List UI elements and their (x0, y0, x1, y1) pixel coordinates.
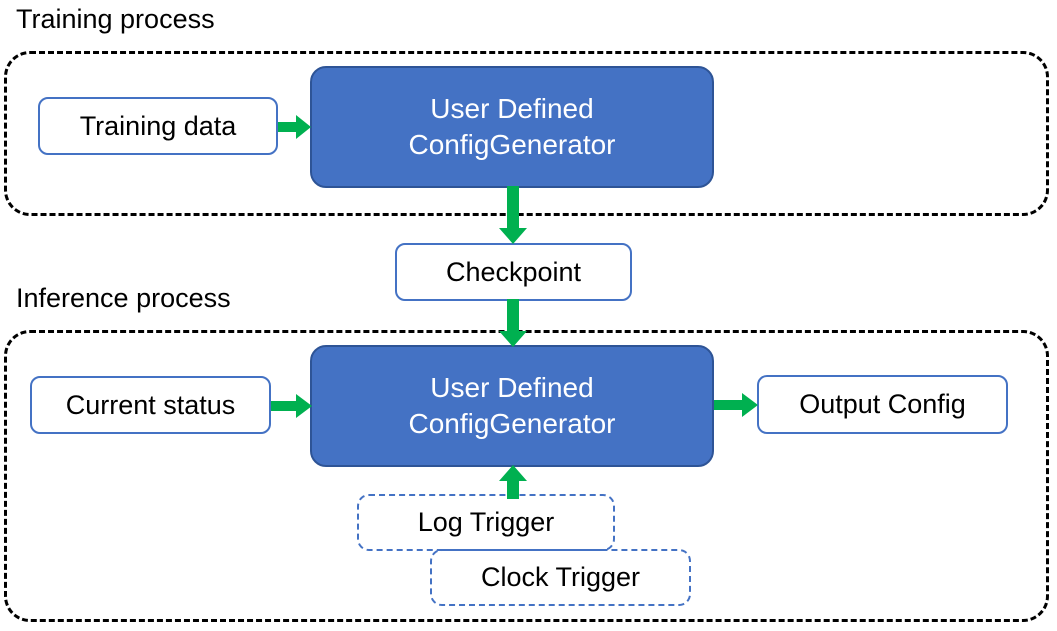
node-generator-inference-line1: User Defined (430, 372, 594, 404)
arrow-current-status-to-generator-icon (271, 391, 313, 421)
arrow-training-data-to-generator-icon (278, 112, 312, 142)
node-output-config[interactable]: Output Config (757, 375, 1008, 434)
node-clock-trigger-label: Clock Trigger (480, 562, 641, 592)
node-generator-training-line1: User Defined (430, 93, 594, 125)
node-training-data[interactable]: Training data (38, 97, 278, 155)
node-generator-training-line2: ConfigGenerator (408, 129, 616, 160)
node-output-config-label: Output Config (799, 389, 966, 419)
node-clock-trigger[interactable]: Clock Trigger (430, 549, 691, 606)
node-checkpoint[interactable]: Checkpoint (395, 243, 632, 301)
arrow-triggers-to-generator-icon (497, 465, 529, 499)
node-current-status-label: Current status (65, 389, 236, 420)
node-log-trigger-label: Log Trigger (417, 507, 555, 537)
training-process-group (4, 51, 1049, 216)
inference-process-label: Inference process (16, 283, 231, 313)
node-generator-inference-line2: ConfigGenerator (408, 408, 616, 439)
node-user-defined-config-generator-inference[interactable]: User Defined ConfigGenerator (310, 345, 714, 467)
node-log-trigger[interactable]: Log Trigger (357, 494, 615, 551)
training-process-label: Training process (16, 4, 215, 34)
node-user-defined-config-generator-training[interactable]: User Defined ConfigGenerator (310, 66, 714, 188)
arrow-generator-to-checkpoint-icon (497, 186, 529, 246)
node-checkpoint-label: Checkpoint (445, 256, 582, 287)
arrow-checkpoint-to-generator-icon (497, 299, 529, 349)
node-current-status[interactable]: Current status (30, 376, 271, 434)
node-training-data-label: Training data (79, 110, 237, 141)
arrow-generator-to-output-config-icon (714, 390, 759, 420)
